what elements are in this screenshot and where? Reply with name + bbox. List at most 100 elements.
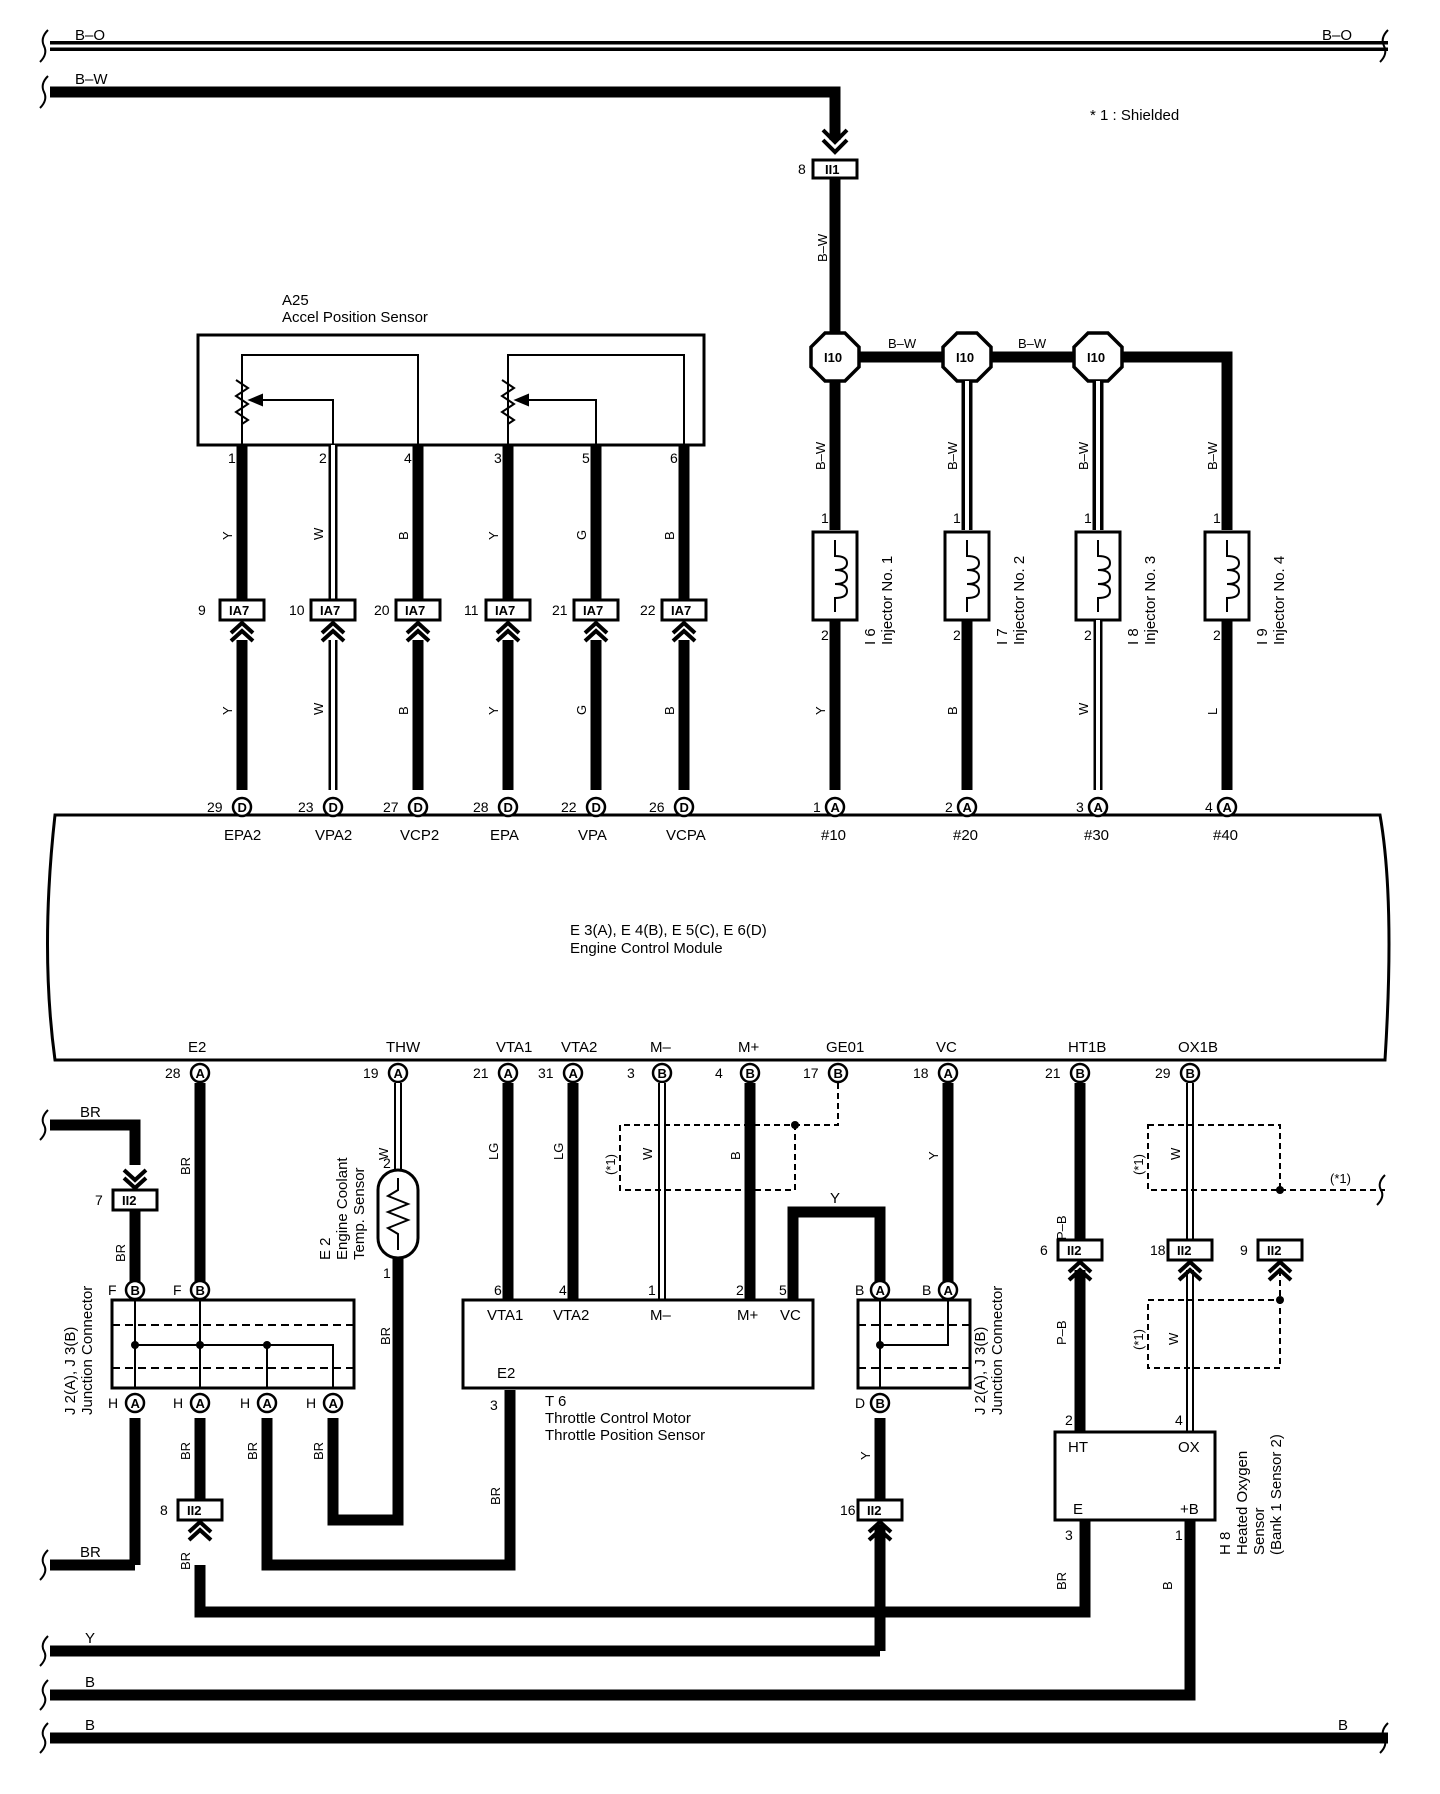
- ecm-bottom-pin-num: 31: [538, 1065, 554, 1081]
- ecm-pin-num: 4: [1205, 799, 1213, 815]
- o2-box: [1053, 1430, 1217, 1522]
- ecm-box: [46, 813, 1391, 1062]
- coil-icon: [1226, 540, 1241, 612]
- ii1-connector: II1 8: [798, 128, 859, 180]
- wire-color-h2: BR: [245, 1442, 260, 1460]
- ia7-connector: [394, 598, 442, 622]
- ecm-pin-num: 26: [649, 799, 665, 815]
- injector-pin2: 2: [1084, 627, 1092, 643]
- throttle-terminal: VTA1: [487, 1307, 523, 1324]
- ia7-connector: [572, 598, 620, 622]
- o2-ox-color: W: [1166, 1332, 1181, 1345]
- injector-pin2: 2: [821, 627, 829, 643]
- injector-name: Injector No. 4: [1271, 556, 1288, 645]
- svg-text:IA7: IA7: [405, 603, 425, 618]
- svg-text:A: A: [944, 1283, 954, 1298]
- ecm-pin: [585, 796, 607, 818]
- ecm-pin: [322, 796, 344, 818]
- svg-text:H: H: [173, 1395, 183, 1411]
- svg-text:II2: II2: [1067, 1243, 1081, 1258]
- svg-text:IA7: IA7: [671, 603, 691, 618]
- ecm-signal: #20: [953, 827, 978, 844]
- ecm-bottom-pin: [937, 1062, 959, 1084]
- ecm-pin-num: 3: [1076, 799, 1084, 815]
- injector-code: I 6: [862, 628, 879, 645]
- wire-color: G: [574, 705, 589, 715]
- svg-text:II2: II2: [187, 1503, 201, 1518]
- ecm-pin: [956, 796, 978, 818]
- ecm-pin-num: 27: [383, 799, 399, 815]
- svg-text:Sensor: Sensor: [1251, 1507, 1268, 1555]
- svg-text:B: B: [922, 1282, 931, 1298]
- ecm-bottom-pin-num: 17: [803, 1065, 819, 1081]
- throttle-e2: E2: [497, 1365, 515, 1382]
- svg-text:D: D: [855, 1395, 865, 1411]
- svg-text:D: D: [504, 800, 513, 815]
- ecm-pin: [1087, 796, 1109, 818]
- o2-ht: HT: [1068, 1439, 1088, 1456]
- coil-icon: [966, 540, 981, 612]
- svg-text:B: B: [658, 1066, 667, 1081]
- ecm-bottom-pin: [497, 1062, 519, 1084]
- svg-text:H: H: [306, 1395, 316, 1411]
- coolant-pin1: 1: [383, 1265, 391, 1281]
- injector-code: I 7: [994, 628, 1011, 645]
- bus-br-bottom: BR: [80, 1544, 101, 1561]
- ii1-label: II1: [825, 162, 839, 177]
- wire-color: Y: [220, 706, 235, 715]
- i10-splice: [809, 331, 861, 383]
- injector-name: Injector No. 1: [879, 556, 896, 645]
- ii1-pin: 8: [798, 161, 806, 177]
- svg-text:B: B: [1186, 1066, 1195, 1081]
- wire-color-e2: BR: [178, 1157, 193, 1175]
- ecm-pin-num: 28: [473, 799, 489, 815]
- ii2-pin: 16: [840, 1502, 856, 1518]
- ecm-signal: VPA2: [315, 827, 352, 844]
- o2-pin-b: 1: [1175, 1527, 1183, 1543]
- wire-color-throttle-e2: BR: [488, 1487, 503, 1505]
- ecm-bottom-pin-num: 29: [1155, 1065, 1171, 1081]
- ecm-bottom-pin: [827, 1062, 849, 1084]
- svg-text:IA7: IA7: [320, 603, 340, 618]
- injector-pin2: 2: [953, 627, 961, 643]
- wire-color: Y: [486, 531, 501, 540]
- wire-color: LG: [486, 1143, 501, 1160]
- throttle-pin: 2: [736, 1282, 744, 1298]
- svg-text:H: H: [240, 1395, 250, 1411]
- svg-text:B: B: [876, 1396, 885, 1411]
- bw-junction-bus: [835, 351, 1233, 510]
- svg-text:II2: II2: [122, 1193, 136, 1208]
- junction-left-label: J 2(A), J 3(B) Junction Connector: [62, 1286, 96, 1415]
- svg-text:A: A: [963, 800, 973, 815]
- ecm-pin-num: 2: [945, 799, 953, 815]
- bus-b1: B: [85, 1674, 95, 1691]
- ecm-signal: #30: [1084, 827, 1109, 844]
- wire-color: L: [1205, 708, 1220, 715]
- junction-pin: [869, 1279, 891, 1301]
- svg-text:I10: I10: [1087, 350, 1105, 365]
- bw-wire-label: B–W: [815, 233, 830, 262]
- wire-color: B–W: [1205, 441, 1220, 470]
- ecm-codes: E 3(A), E 4(B), E 5(C), E 6(D): [570, 922, 767, 939]
- injector-pin1: 1: [821, 510, 829, 526]
- ecm-bottom-pin-num: 3: [627, 1065, 635, 1081]
- ecm-bottom-pin-num: 18: [913, 1065, 929, 1081]
- throttle-box: [461, 1298, 815, 1390]
- svg-text:A: A: [263, 1396, 273, 1411]
- o2-e-color: BR: [1054, 1572, 1069, 1590]
- svg-text:A: A: [196, 1066, 206, 1081]
- junction-pin: [189, 1392, 211, 1414]
- ecm-bottom-pin: [1179, 1062, 1201, 1084]
- accel-sensor-box: [196, 333, 706, 447]
- ecm-pin: [497, 796, 519, 818]
- bus-bo-right: B–O: [1322, 27, 1352, 44]
- ia7-pin: 21: [552, 602, 568, 618]
- i10-splice: [941, 331, 993, 383]
- bus-br-top: BR: [80, 1104, 101, 1121]
- ecm-bottom-pin-num: 4: [715, 1065, 723, 1081]
- ecm-bottom-signal: THW: [386, 1039, 421, 1056]
- wire-color: B: [728, 1151, 743, 1160]
- throttle-pin: 6: [494, 1282, 502, 1298]
- throttle-e2-pin: 3: [490, 1397, 498, 1413]
